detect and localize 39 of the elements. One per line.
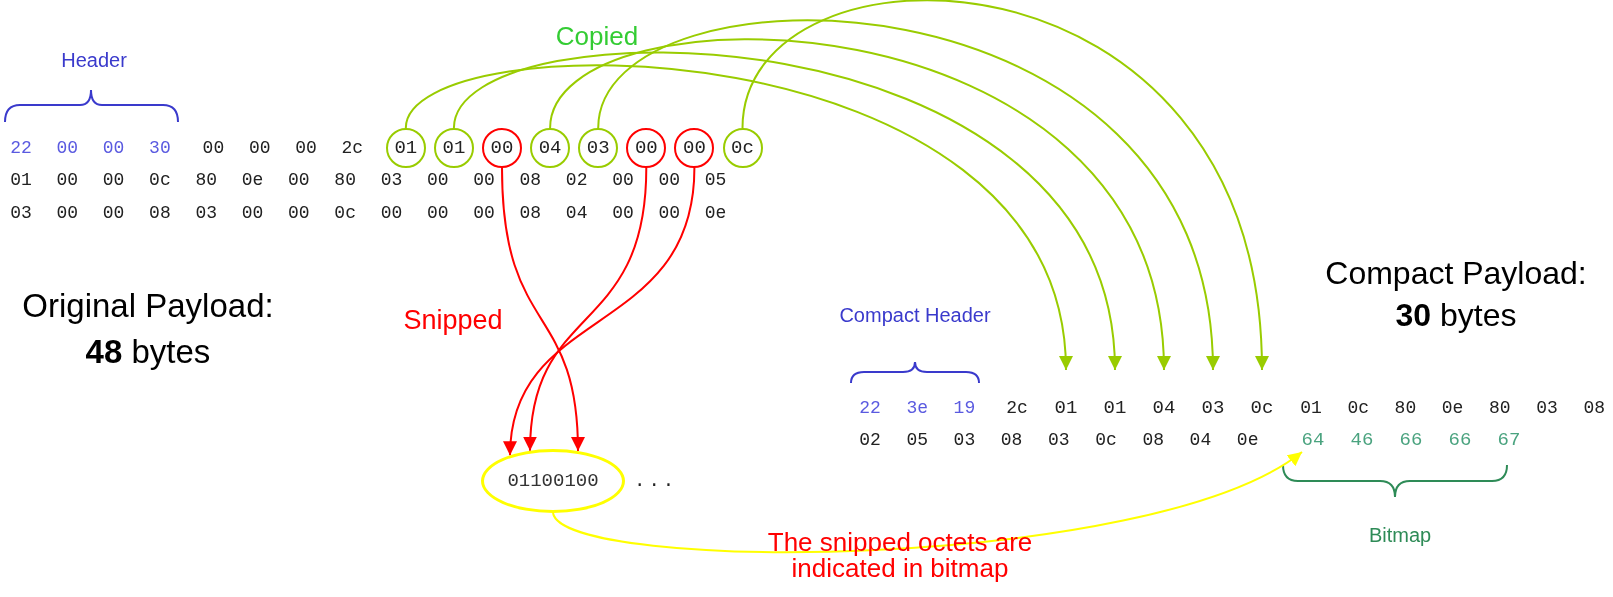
byte-text: 0c: [1246, 370, 1278, 420]
arrow: [452, 52, 1120, 371]
circled-byte: 0c: [722, 128, 763, 168]
circled-byte: 03: [578, 128, 619, 168]
hex-bytes: 01 00 00 0c 80 0e 00 80 03 00 00 08 02 00 00 05: [10, 169, 727, 191]
hex-bytes: 00 00 00 2c: [202, 137, 364, 159]
section-label: Compact Header: [839, 303, 991, 327]
section-label: Bitmap: [1368, 523, 1432, 547]
byte-text: 01: [1050, 370, 1082, 420]
arrow: [552, 451, 1303, 554]
arrow: [523, 167, 648, 452]
payload-title: Original Payload: 48 bytes: [21, 285, 275, 372]
hex-bytes: 03 00 00 08 03 00 00 0c 00 00 00 08 04 00 00 0e: [10, 202, 727, 224]
circled-byte: 00: [482, 128, 522, 168]
circled-byte: 00: [626, 128, 667, 168]
circled-byte: 01: [385, 128, 426, 168]
circled-byte: 00: [674, 128, 715, 168]
payload-title: Compact Payload: 30 bytes: [1324, 254, 1588, 335]
arrow: [549, 39, 1170, 371]
hex-bytes: 01 0c 80 0e 80 03 08: [1300, 397, 1606, 419]
hex-bytes: 22 00 00 30: [10, 137, 171, 159]
hex-bytes: 2c: [1006, 397, 1028, 419]
bitmap-bytes: 64 46 66 66 67: [1300, 428, 1522, 452]
hex-bytes: 22 3e 19: [859, 397, 976, 419]
ellipsis-text: ...: [634, 469, 678, 493]
arrow: [741, 0, 1268, 371]
arrow: [404, 64, 1071, 371]
arrow: [597, 19, 1219, 371]
circled-byte: 04: [530, 128, 571, 168]
hex-bytes: 02 05 03 08 03 0c 08 04 0e: [859, 429, 1259, 451]
circled-byte: 01: [433, 128, 474, 168]
section-label: Header: [61, 48, 127, 72]
section-label: Copied: [555, 22, 639, 52]
byte-text: 03: [1197, 370, 1229, 420]
section-label: Snipped: [403, 305, 503, 337]
arrow: [501, 167, 585, 452]
byte-text: 01: [1099, 370, 1131, 420]
byte-text: 04: [1148, 370, 1180, 420]
arrow: [504, 167, 696, 457]
